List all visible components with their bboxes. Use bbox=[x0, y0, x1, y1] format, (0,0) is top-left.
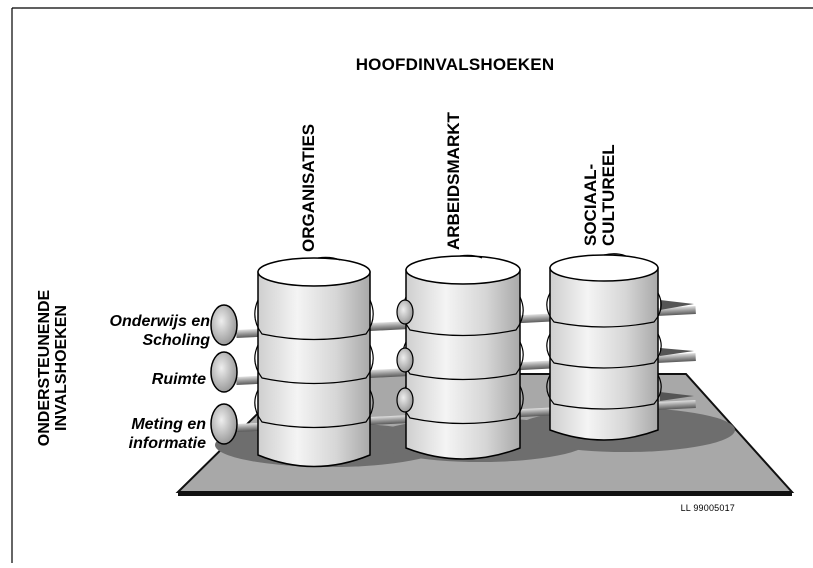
column-organisaties bbox=[254, 256, 374, 468]
row-label-onderwijs: Onderwijs en Scholing bbox=[80, 312, 210, 350]
side-heading: ONDERSTEUNENDE INVALSHOEKEN bbox=[36, 248, 70, 488]
column-arbeidsmarkt bbox=[402, 254, 524, 460]
row-label-meting-line2: informatie bbox=[128, 435, 206, 452]
row-label-ruimte: Ruimte bbox=[151, 371, 206, 388]
main-heading: HOOFDINVALSHOEKEN bbox=[355, 55, 555, 74]
row-label-onderwijs-line2: Scholing bbox=[142, 332, 210, 349]
column-label-organisaties: ORGANISATIES bbox=[299, 123, 318, 252]
rod-knobs bbox=[210, 299, 414, 445]
reference-code: LL 99005017 bbox=[680, 503, 735, 513]
row-label-meting-line1: Meting en bbox=[131, 416, 206, 433]
column-label-sociaal-line2: CULTUREEL bbox=[599, 144, 618, 246]
column-sociaal-cultureel bbox=[546, 253, 662, 441]
row-label-meting: Meting en informatie bbox=[76, 415, 206, 453]
column-label-sociaal-line1: SOCIAAL- bbox=[581, 163, 600, 246]
row-label-onderwijs-line1: Onderwijs en bbox=[109, 313, 210, 330]
column-label-arbeidsmarkt: ARBEIDSMARKT bbox=[444, 112, 463, 250]
side-heading-line1: ONDERSTEUNENDE bbox=[36, 289, 53, 447]
side-heading-line2: INVALSHOEKEN bbox=[53, 305, 70, 431]
